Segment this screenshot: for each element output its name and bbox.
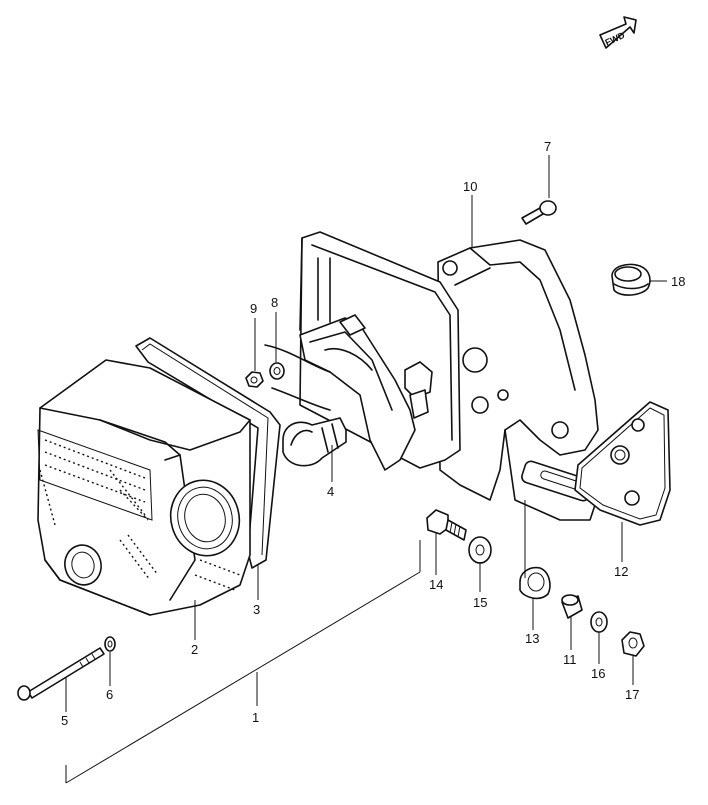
socket-assembly-part <box>264 314 433 471</box>
grommet-13-part <box>519 566 551 600</box>
callout-13: 13 <box>525 631 539 646</box>
washer-16-part <box>590 611 608 633</box>
callout-8: 8 <box>271 295 278 310</box>
callout-16: 16 <box>591 666 605 681</box>
plate-part <box>574 401 671 526</box>
callout-9: 9 <box>250 301 257 316</box>
callout-18: 18 <box>671 274 685 289</box>
collar-11-part <box>561 594 583 619</box>
washer-6-part <box>104 636 116 652</box>
callout-5: 5 <box>61 713 68 728</box>
callout-15: 15 <box>473 595 487 610</box>
bolt-14-part <box>426 509 467 541</box>
screw-7-part <box>521 200 557 225</box>
nut-9-part <box>245 371 264 388</box>
callout-4: 4 <box>327 484 334 499</box>
callout-11: 11 <box>563 652 577 667</box>
callout-2: 2 <box>191 642 198 657</box>
leader-lines <box>65 155 667 784</box>
callout-12: 12 <box>614 564 628 579</box>
callout-14: 14 <box>429 577 443 592</box>
nut-17-part <box>621 631 645 657</box>
callout-3: 3 <box>253 602 260 617</box>
washer-15-part <box>468 536 492 564</box>
screw-5-part <box>17 647 105 701</box>
bracket-part <box>437 239 601 521</box>
callout-6: 6 <box>106 687 113 702</box>
washer-8-part <box>269 362 285 380</box>
tail-lamp-housing-part <box>37 359 251 616</box>
callout-17: 17 <box>625 687 639 702</box>
callout-10: 10 <box>463 179 477 194</box>
fwd-arrow-icon: FWD <box>599 16 637 49</box>
callout-labels: 1 2 3 4 5 6 7 8 9 10 11 12 13 14 15 16 1… <box>61 139 685 728</box>
grommet-18-part <box>611 263 651 296</box>
callout-1: 1 <box>252 710 259 725</box>
bulb-part <box>282 417 347 467</box>
callout-7: 7 <box>544 139 551 154</box>
